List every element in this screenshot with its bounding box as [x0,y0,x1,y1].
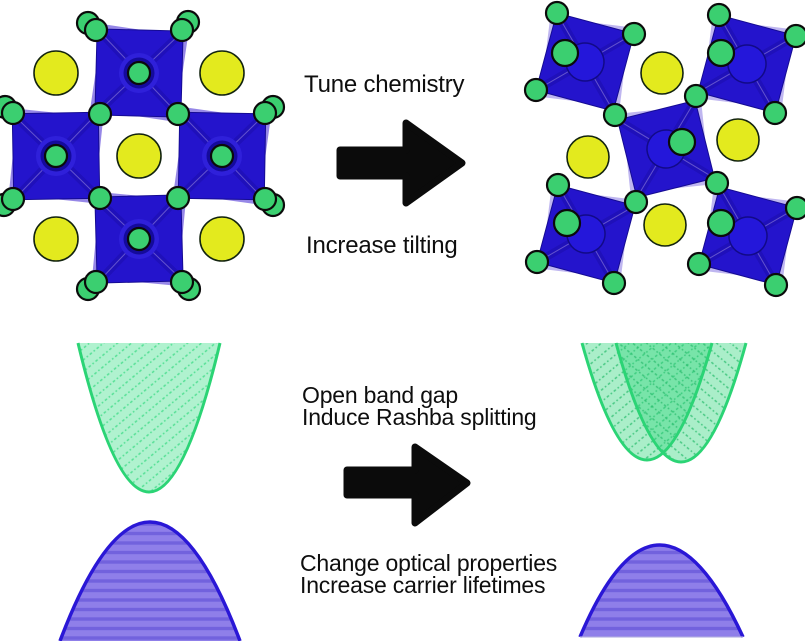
halide-atoms-layer [0,9,286,302]
axial-halide-atom [126,60,152,86]
a-site-cation [643,203,687,247]
axial-halide-atom [209,143,235,169]
a-site-cation [116,133,162,179]
perovskite-untilted-panel [0,9,286,302]
valence-band [58,520,242,641]
a-site-cation [33,50,79,96]
arrow-right-icon [343,443,471,527]
open-band-gap-label: Open band gap [302,382,458,408]
axial-halide-atom [43,143,69,169]
tune-chemistry-label: Tune chemistry [304,71,465,98]
apical-halide-atoms-layer [550,38,736,238]
octahedron-tilted [535,183,637,285]
arrow-right-icon [336,119,466,207]
band-structure-before-panel [58,342,242,641]
halide-atoms-layer [523,0,805,298]
octahedron-tilted [615,98,717,200]
octahedron [8,108,104,204]
a-site-cation [566,135,610,179]
optical-labels: Change optical properties Increase carri… [300,550,558,598]
a-site-cation [199,50,245,96]
a-site-cations-layer [33,50,245,262]
change-optical-label: Change optical properties [300,550,558,576]
perovskite-tilted-panel [523,0,805,298]
a-site-cations-layer [566,51,760,247]
band-structure-after-panel [578,342,748,638]
increase-tilting-label: Increase tilting [306,232,458,259]
a-site-cation [199,216,245,262]
octahedron [90,24,188,122]
a-site-cation [33,216,79,262]
conduction-band-rashba-split [580,342,748,464]
induce-rashba-label: Induce Rashba splitting [302,403,537,430]
a-site-cation [640,51,684,95]
valence-band [578,543,745,638]
octahedron-tilted [534,11,636,113]
octahedron [92,192,186,286]
band-gap-labels: Open band gap Induce Rashba splitting [302,382,537,430]
octahedron-tilted [697,185,799,287]
octahedron [173,107,271,205]
conduction-band [76,342,222,494]
axial-halide-atom [126,226,152,252]
octahedron-tilted [696,13,798,115]
increase-carrier-label: Increase carrier lifetimes [300,571,546,598]
a-site-cation [716,118,760,162]
